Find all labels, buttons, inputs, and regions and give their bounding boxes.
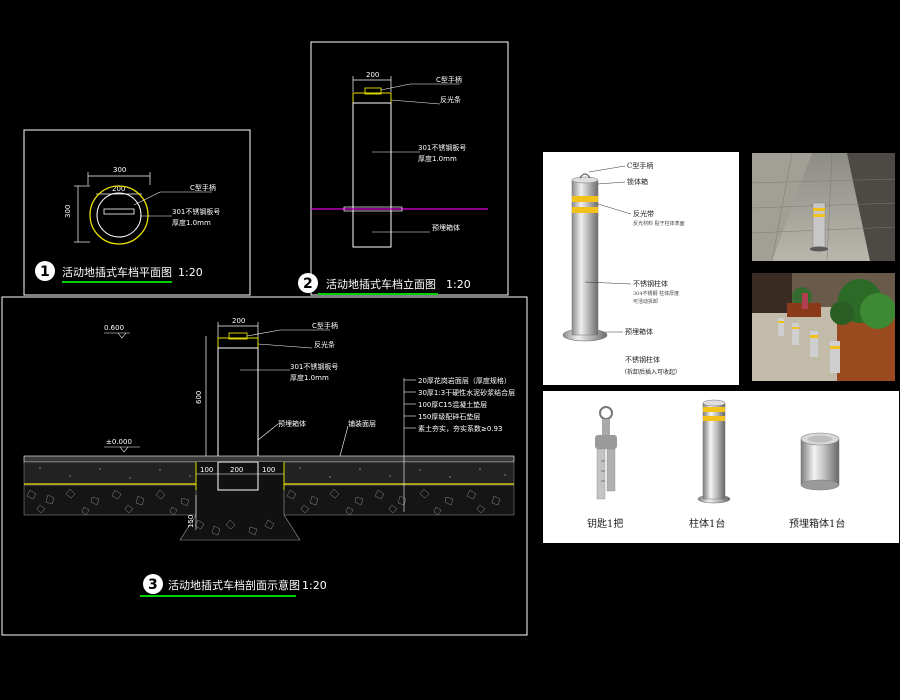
site-photo-plaza [752, 273, 896, 381]
sec-label-3b: 厚度1.0mm [290, 373, 329, 382]
elev-label-2: 反光条 [440, 95, 461, 104]
sec-scale: 1:20 [302, 579, 327, 592]
plan-num-circle [35, 261, 55, 281]
plan-inner-circle [96, 192, 142, 238]
sec-dim-base-left: 100 [200, 466, 213, 474]
product-caption-1: 不锈钢柱体 [625, 355, 660, 364]
sec-num: 3 [148, 577, 158, 593]
sec-level-ground: ±0.000 [106, 438, 132, 446]
product-sublabel-1: 反光材料 贴于柱体表面 [633, 220, 685, 227]
product-diagram-panel: C型手柄 锁体箱 反光带 反光材料 贴于柱体表面 不锈钢柱体 304不锈钢 柱体… [543, 152, 739, 385]
section-frame [1, 296, 528, 636]
sec-title: 活动地插式车档剖面示意图 [168, 578, 300, 592]
elev-title: 活动地插式车档立面图 [326, 277, 436, 291]
product-label-4: 不锈钢柱体 [633, 279, 668, 288]
sec-label-4: 预埋箱体 [278, 419, 306, 428]
product-label-2: 锁体箱 [627, 177, 648, 186]
elev-label-3b: 厚度1.0mm [418, 154, 457, 163]
plan-title: 活动地插式车档平面图 [62, 265, 172, 279]
product-band-2 [572, 207, 598, 213]
product-illustration: C型手柄 锁体箱 反光带 反光材料 贴于柱体表面 不锈钢柱体 304不锈钢 柱体… [562, 161, 685, 376]
plan-outer-circle [89, 185, 149, 245]
elev-post-body [352, 102, 392, 248]
product-label-5: 预埋箱体 [625, 327, 653, 336]
elevation-view: 200 C型手柄 反光条 301不锈钢板号 厚度1.0mm 预埋箱体 2 活动地… [298, 41, 509, 296]
sec-level-top: 0.600 [104, 324, 124, 332]
sec-dim-base-right: 100 [262, 466, 275, 474]
elev-dim-top: 200 [366, 71, 379, 79]
plan-frame [23, 129, 251, 296]
plan-dim-side: 300 [64, 205, 72, 218]
sec-num-circle [143, 574, 163, 594]
elev-num: 2 [303, 276, 313, 292]
plan-label-top: C型手柄 [190, 183, 216, 192]
elev-label-1: C型手柄 [436, 75, 462, 84]
plan-num: 1 [40, 264, 50, 280]
product-caption-2: （拆卸后插入可收起） [621, 368, 681, 376]
sec-layer-1: 20厚花岗岩面层（厚度规格） [418, 376, 511, 385]
sec-layer-2: 30厚1:3干硬性水泥砂浆结合层 [418, 388, 515, 397]
product-sublabel-3: 可活动拆卸 [633, 298, 658, 305]
plan-handle [103, 208, 135, 215]
sec-post-body [217, 347, 259, 459]
sec-label-3a: 301不锈钢板号 [290, 362, 338, 371]
sec-dim-depth: 150 [187, 515, 195, 528]
sec-layer-3: 100厚C15混凝土垫层 [418, 400, 487, 409]
sec-layer-4: 150厚级配碎石垫层 [418, 412, 480, 421]
plan-label-mat-1: 301不锈钢板号 [172, 207, 220, 216]
sec-layer-5: 素土夯实，夯实系数≥0.93 [418, 424, 502, 433]
plan-view: 300 200 300 C型手柄 301不锈钢板号 厚度1.0mm 1 活动地插… [23, 129, 251, 296]
sec-dim-height: 600 [195, 391, 203, 404]
key-icon [595, 406, 617, 500]
parts-key-label: 钥匙1把 [587, 517, 623, 530]
elev-label-4: 预埋箱体 [432, 223, 460, 232]
parts-post-label: 柱体1台 [689, 517, 725, 530]
parts-illustration: 钥匙1把 柱体1台 预埋箱体1台 [587, 399, 845, 530]
product-sublabel-2: 304不锈钢 柱体厚度 [633, 290, 679, 297]
elev-scale: 1:20 [446, 278, 471, 291]
parts-panel: 钥匙1把 柱体1台 预埋箱体1台 [543, 391, 899, 543]
section-view: 0.600 ±0.000 200 600 [1, 296, 528, 636]
elev-num-circle [298, 273, 318, 293]
plan-dim-inner: 200 [112, 185, 125, 193]
sec-label-1: C型手柄 [312, 321, 338, 330]
product-label-1: C型手柄 [627, 161, 653, 170]
sec-dim-top: 200 [232, 317, 245, 325]
elev-label-3a: 301不锈钢板号 [418, 143, 466, 152]
product-post [571, 179, 599, 336]
sec-label-5: 铺装面层 [348, 419, 376, 428]
plan-label-mat-2: 厚度1.0mm [172, 218, 211, 227]
product-label-3: 反光带 [633, 209, 654, 218]
post-icon [697, 399, 731, 504]
plan-scale: 1:20 [178, 266, 203, 279]
site-photo-street [751, 152, 896, 262]
embedded-box-icon [800, 432, 840, 491]
sec-layer-stone [23, 455, 515, 463]
parts-box-label: 预埋箱体1台 [789, 517, 845, 530]
sec-dim-base-mid: 200 [230, 466, 243, 474]
elevation-frame [310, 41, 509, 296]
sec-embedded-box [217, 461, 259, 491]
plan-dim-outer: 300 [113, 166, 126, 174]
sec-label-2: 反光条 [314, 340, 335, 349]
product-band-1 [572, 196, 598, 202]
